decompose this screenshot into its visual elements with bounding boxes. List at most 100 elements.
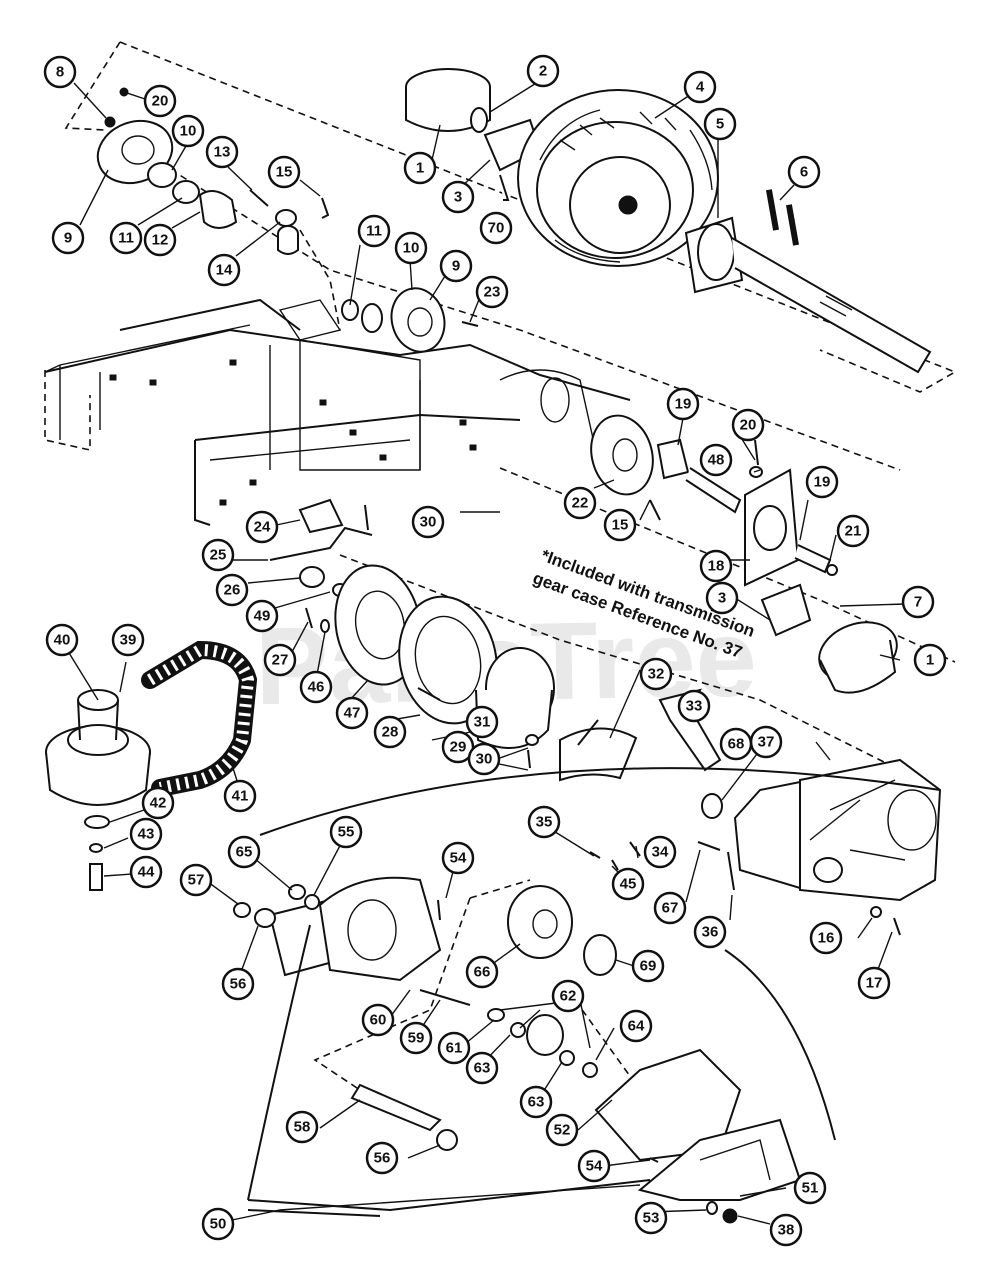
callout-59: 59 xyxy=(399,1021,433,1055)
callout-44: 44 xyxy=(129,855,163,889)
callout-50: 50 xyxy=(201,1207,235,1241)
svg-text:35: 35 xyxy=(536,814,553,831)
svg-text:63: 63 xyxy=(528,1094,545,1111)
callout-7: 7 xyxy=(901,585,935,619)
callout-3: 3 xyxy=(705,581,739,615)
callout-24: 24 xyxy=(245,510,279,544)
callout-43: 43 xyxy=(129,817,163,851)
svg-text:56: 56 xyxy=(230,976,247,993)
svg-text:12: 12 xyxy=(152,232,169,249)
svg-text:43: 43 xyxy=(138,826,155,843)
callout-14: 14 xyxy=(207,253,241,287)
callout-26: 26 xyxy=(215,573,249,607)
callout-54: 54 xyxy=(441,841,475,875)
gear-case-37 xyxy=(733,758,942,936)
svg-text:24: 24 xyxy=(254,519,271,536)
left-bearing-group xyxy=(96,87,479,353)
svg-text:20: 20 xyxy=(152,93,169,110)
svg-text:9: 9 xyxy=(452,258,460,275)
svg-text:46: 46 xyxy=(308,679,325,696)
svg-text:5: 5 xyxy=(716,116,724,133)
callout-67: 67 xyxy=(653,891,687,925)
svg-text:16: 16 xyxy=(818,930,835,947)
svg-text:50: 50 xyxy=(210,1216,227,1233)
callout-66: 66 xyxy=(465,955,499,989)
callout-5: 5 xyxy=(703,107,737,141)
svg-text:32: 32 xyxy=(648,666,665,683)
callout-10: 10 xyxy=(394,231,428,265)
callout-47: 47 xyxy=(335,696,369,730)
callout-64: 64 xyxy=(619,1009,653,1043)
svg-text:37: 37 xyxy=(758,734,775,751)
svg-text:21: 21 xyxy=(845,523,862,540)
callout-29: 29 xyxy=(441,730,475,764)
svg-text:20: 20 xyxy=(740,417,757,434)
svg-text:61: 61 xyxy=(446,1040,463,1057)
svg-text:4: 4 xyxy=(696,79,705,96)
svg-text:69: 69 xyxy=(640,958,657,975)
callout-11: 11 xyxy=(109,221,143,255)
callout-69: 69 xyxy=(631,949,665,983)
svg-text:2: 2 xyxy=(539,63,547,80)
callout-12: 12 xyxy=(143,223,177,257)
chassis-frame xyxy=(44,298,631,526)
callout-45: 45 xyxy=(611,867,645,901)
svg-text:55: 55 xyxy=(338,824,355,841)
callout-11: 11 xyxy=(357,214,391,248)
callout-20: 20 xyxy=(143,84,177,118)
callout-58: 58 xyxy=(285,1110,319,1144)
callout-6: 6 xyxy=(787,155,821,189)
svg-text:10: 10 xyxy=(403,240,420,257)
svg-text:66: 66 xyxy=(474,964,491,981)
svg-text:52: 52 xyxy=(554,1122,571,1139)
callout-27: 27 xyxy=(263,643,297,677)
svg-text:56: 56 xyxy=(374,1150,391,1167)
callout-19: 19 xyxy=(666,387,700,421)
callout-31: 31 xyxy=(465,705,499,739)
svg-text:67: 67 xyxy=(662,900,679,917)
svg-text:30: 30 xyxy=(476,751,493,768)
svg-text:19: 19 xyxy=(814,474,831,491)
svg-text:48: 48 xyxy=(708,452,725,469)
callout-18: 18 xyxy=(699,549,733,583)
svg-text:30: 30 xyxy=(420,514,437,531)
svg-text:15: 15 xyxy=(276,164,293,181)
svg-text:40: 40 xyxy=(54,632,71,649)
callout-21: 21 xyxy=(836,514,870,548)
svg-text:63: 63 xyxy=(474,1060,491,1077)
svg-text:25: 25 xyxy=(210,547,227,564)
svg-text:70: 70 xyxy=(488,220,505,237)
svg-text:7: 7 xyxy=(914,594,922,611)
callout-48: 48 xyxy=(699,443,733,477)
svg-text:39: 39 xyxy=(120,632,137,649)
callout-52: 52 xyxy=(545,1113,579,1147)
callout-1: 1 xyxy=(913,643,947,677)
svg-text:68: 68 xyxy=(728,736,745,753)
svg-text:54: 54 xyxy=(450,850,467,867)
callout-63: 63 xyxy=(465,1051,499,1085)
svg-text:64: 64 xyxy=(628,1018,645,1035)
callout-3: 3 xyxy=(441,180,475,214)
callout-40: 40 xyxy=(45,623,79,657)
svg-text:26: 26 xyxy=(224,582,241,599)
callout-8: 8 xyxy=(43,55,77,89)
svg-text:13: 13 xyxy=(214,144,231,161)
svg-text:28: 28 xyxy=(382,724,399,741)
callout-49: 49 xyxy=(245,599,279,633)
svg-text:27: 27 xyxy=(272,652,289,669)
svg-text:11: 11 xyxy=(366,223,382,240)
engine-pulley-belt xyxy=(45,640,258,891)
svg-text:3: 3 xyxy=(718,590,726,607)
callout-28: 28 xyxy=(373,715,407,749)
callout-4: 4 xyxy=(683,70,717,104)
svg-text:47: 47 xyxy=(344,705,361,722)
svg-text:41: 41 xyxy=(232,788,249,805)
svg-text:6: 6 xyxy=(800,164,808,181)
callout-60: 60 xyxy=(361,1003,395,1037)
callout-61: 61 xyxy=(437,1031,471,1065)
callout-38: 38 xyxy=(769,1213,803,1247)
svg-text:14: 14 xyxy=(216,262,233,279)
reduction-housing xyxy=(233,767,941,1224)
callout-33: 33 xyxy=(677,689,711,723)
